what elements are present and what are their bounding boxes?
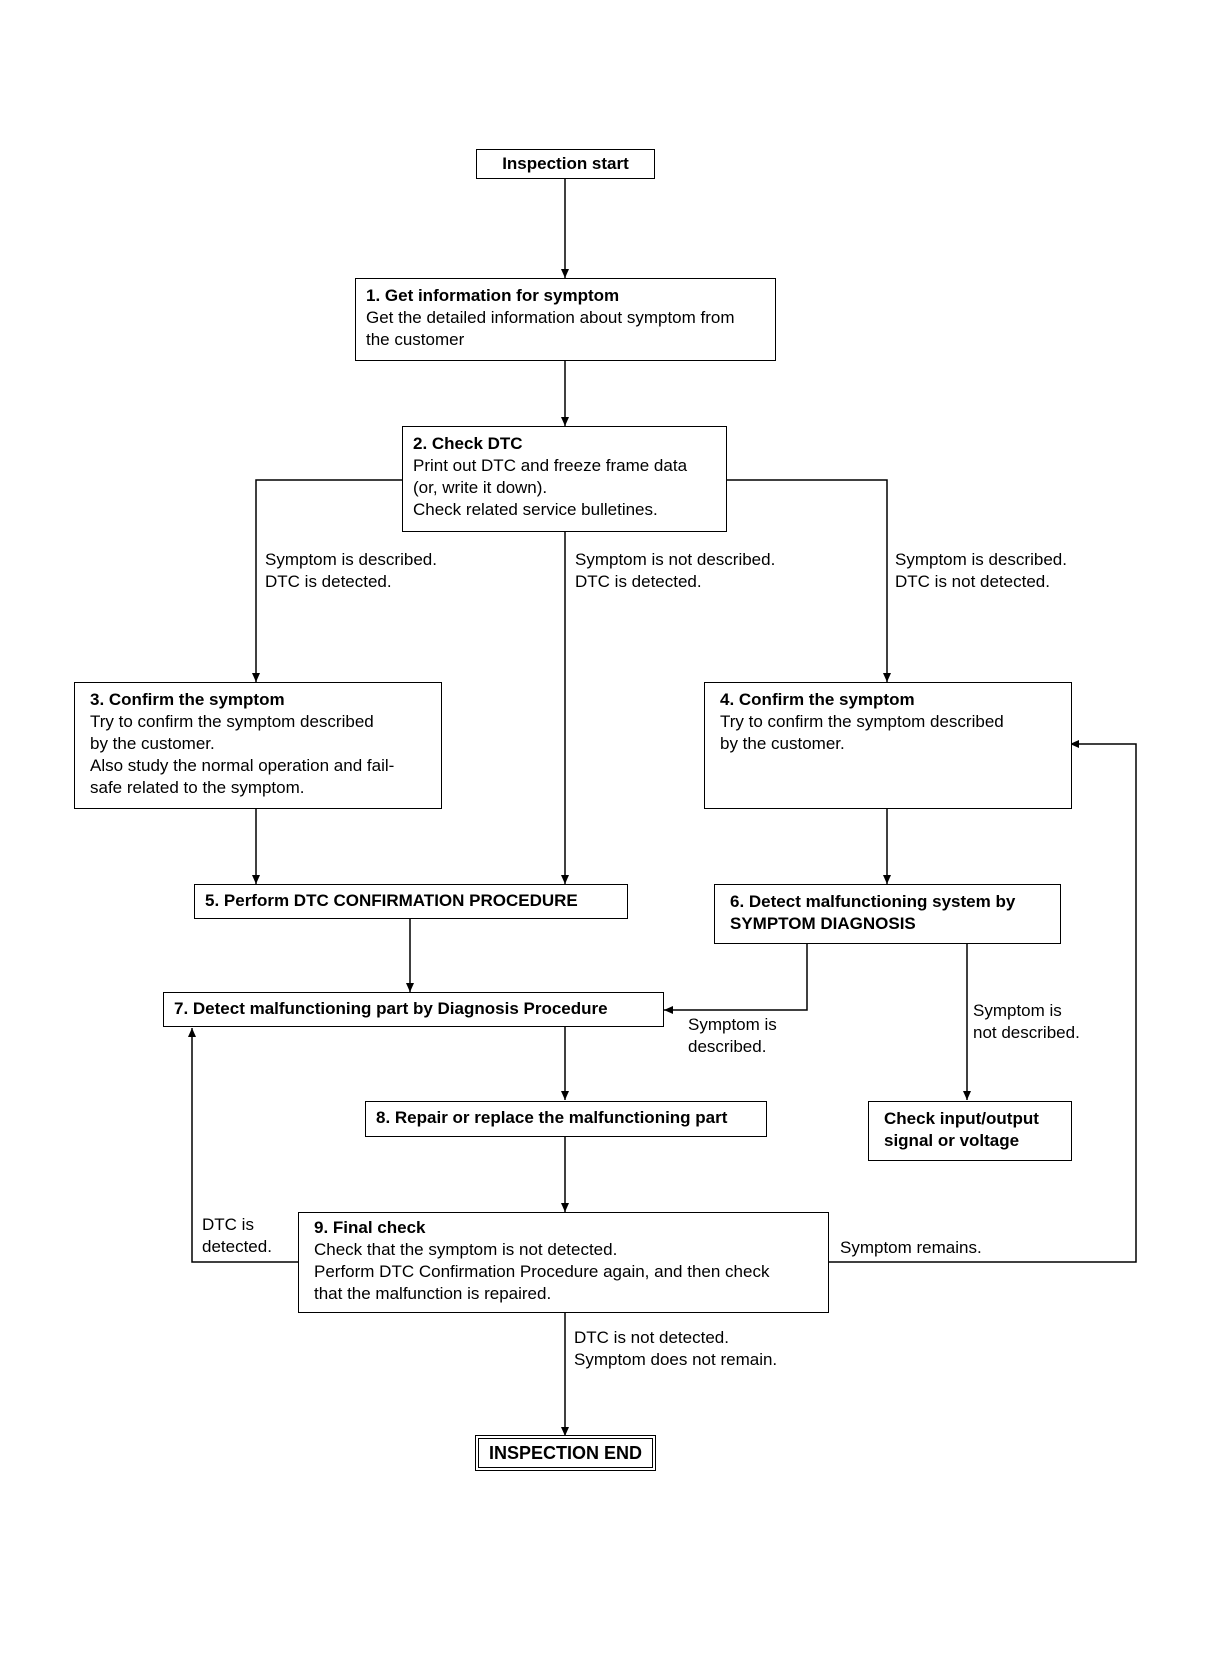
step3-confirm-symptom-box: 3. Confirm the symptom Try to confirm th… <box>74 682 442 809</box>
label-step9-left: DTC is detected. <box>202 1214 272 1258</box>
inspection-start-box: Inspection start <box>476 149 655 179</box>
inspection-end-box: INSPECTION END <box>475 1435 656 1471</box>
step4-title: 4. Confirm the symptom <box>720 690 915 709</box>
step2-line: Print out DTC and freeze frame data <box>413 456 688 475</box>
branch-right-label: Symptom is described. DTC is not detecte… <box>895 549 1067 593</box>
check-io-signal-box: Check input/output signal or voltage <box>868 1101 1072 1161</box>
step2-line: (or, write it down). <box>413 478 548 497</box>
label-step6-to-step7-line2: described. <box>688 1037 767 1056</box>
step3-line: by the customer. <box>90 734 215 753</box>
step1-line: the customer <box>366 330 465 349</box>
step3-line: safe related to the symptom. <box>90 778 305 797</box>
step1-line: Get the detailed information about sympt… <box>366 308 735 327</box>
label-step9-right: Symptom remains. <box>840 1237 982 1259</box>
label-step6-down: Symptom is not described. <box>973 1000 1080 1044</box>
step2-check-dtc-box: 2. Check DTC Print out DTC and freeze fr… <box>402 426 727 532</box>
step7-diagnosis-procedure-box: 7. Detect malfunctioning part by Diagnos… <box>163 992 664 1027</box>
step6-title-line2: SYMPTOM DIAGNOSIS <box>730 914 916 933</box>
step2-title: 2. Check DTC <box>413 434 523 453</box>
step6-symptom-diagnosis-box: 6. Detect malfunctioning system by SYMPT… <box>714 884 1061 944</box>
label-step6-to-step7-line1: Symptom is <box>688 1015 777 1034</box>
branch-middle-label: Symptom is not described. DTC is detecte… <box>575 549 775 593</box>
inspection-start-label: Inspection start <box>502 154 629 173</box>
step9-line: Perform DTC Confirmation Procedure again… <box>314 1262 770 1281</box>
step4-line: Try to confirm the symptom described <box>720 712 1004 731</box>
label-step6-down-line1: Symptom is <box>973 1001 1062 1020</box>
step8-title: 8. Repair or replace the malfunctioning … <box>376 1108 728 1127</box>
label-step6-to-step7: Symptom is described. <box>688 1014 777 1058</box>
branch-left-line1: Symptom is described. <box>265 550 437 569</box>
step1-title: 1. Get information for symptom <box>366 286 620 305</box>
branch-right-line1: Symptom is described. <box>895 550 1067 569</box>
arrow-step9-to-step4 <box>828 740 1137 1263</box>
branch-middle-line1: Symptom is not described. <box>575 550 776 569</box>
step1-get-information-box: 1. Get information for symptom Get the d… <box>355 278 776 361</box>
step5-dtc-confirmation-box: 5. Perform DTC CONFIRMATION PROCEDURE <box>194 884 628 919</box>
step7-title: 7. Detect malfunctioning part by Diagnos… <box>174 999 608 1018</box>
step9-final-check-box: 9. Final check Check that the symptom is… <box>298 1212 829 1313</box>
step9-line: that the malfunction is repaired. <box>314 1284 552 1303</box>
label-step6-down-line2: not described. <box>973 1023 1080 1042</box>
step3-line: Also study the normal operation and fail… <box>90 756 395 775</box>
label-step9-down-line1: DTC is not detected. <box>574 1328 729 1347</box>
step8-repair-replace-box: 8. Repair or replace the malfunctioning … <box>365 1101 767 1137</box>
step6-title-line1: 6. Detect malfunctioning system by <box>730 892 1016 911</box>
arrow-step6-to-step7 <box>664 944 808 1014</box>
arrow-step2-to-step4 <box>727 479 891 682</box>
arrow-step9-to-step7 <box>188 1028 298 1263</box>
label-step9-down: DTC is not detected. Symptom does not re… <box>574 1327 777 1371</box>
step9-line: Check that the symptom is not detected. <box>314 1240 618 1259</box>
step4-line: by the customer. <box>720 734 845 753</box>
step3-title: 3. Confirm the symptom <box>90 690 285 709</box>
label-step9-right-line1: Symptom remains. <box>840 1238 982 1257</box>
check-io-line2: signal or voltage <box>884 1131 1020 1150</box>
branch-middle-line2: DTC is detected. <box>575 572 702 591</box>
inspection-end-label: INSPECTION END <box>488 1443 643 1463</box>
label-step9-left-line2: detected. <box>202 1237 272 1256</box>
step3-line: Try to confirm the symptom described <box>90 712 374 731</box>
label-step9-down-line2: Symptom does not remain. <box>574 1350 778 1369</box>
branch-left-line2: DTC is detected. <box>265 572 392 591</box>
arrow-step2-to-step3 <box>252 479 402 682</box>
step5-title: 5. Perform DTC CONFIRMATION PROCEDURE <box>205 891 578 910</box>
step4-confirm-symptom-box: 4. Confirm the symptom Try to confirm th… <box>704 682 1072 809</box>
step2-line: Check related service bulletines. <box>413 500 658 519</box>
label-step9-left-line1: DTC is <box>202 1215 254 1234</box>
check-io-line1: Check input/output <box>884 1109 1039 1128</box>
branch-right-line2: DTC is not detected. <box>895 572 1050 591</box>
branch-left-label: Symptom is described. DTC is detected. <box>265 549 437 593</box>
step9-title: 9. Final check <box>314 1218 426 1237</box>
